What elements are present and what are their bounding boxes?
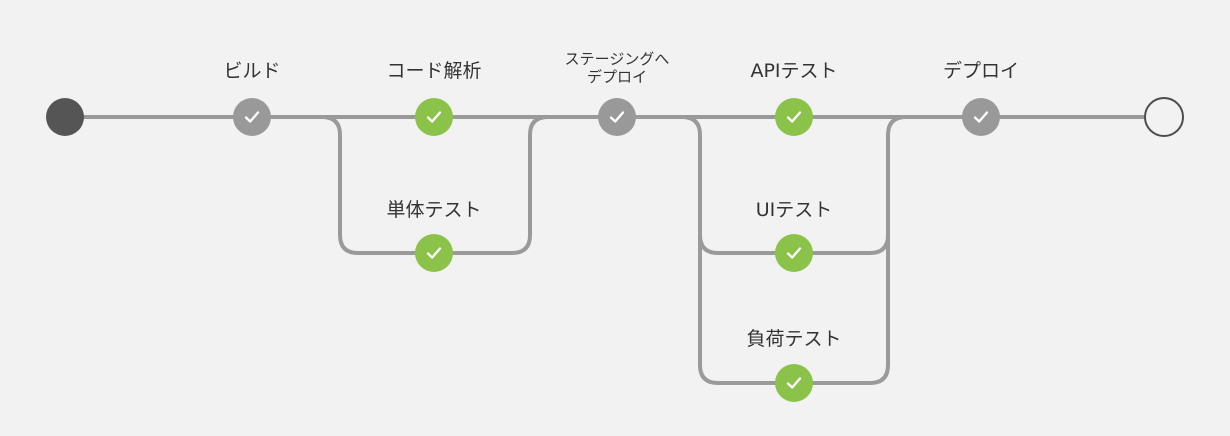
- check-icon: [244, 111, 260, 123]
- check-icon: [426, 247, 442, 259]
- check-icon: [609, 111, 625, 123]
- stage-deploy-staging-label-line-1: ステージングへ: [564, 50, 670, 68]
- check-icon: [426, 111, 442, 123]
- stage-load-test-node[interactable]: [775, 364, 813, 402]
- stage-code-analysis-label: コード解析: [386, 60, 482, 82]
- stage-deploy-staging-label: ステージングへ デプロイ: [565, 50, 670, 86]
- stage-unit-test-node[interactable]: [415, 234, 453, 272]
- stage-load-test-label: 負荷テスト: [746, 328, 842, 350]
- stage-deploy-node[interactable]: [962, 98, 1000, 136]
- stage-code-analysis-node[interactable]: [415, 98, 453, 136]
- unit-test-branch: [320, 115, 550, 255]
- stage-ui-test-node[interactable]: [775, 234, 813, 272]
- stage-deploy-staging-node[interactable]: [598, 98, 636, 136]
- ui-test-branch: [680, 115, 908, 255]
- pipeline-start-node: [46, 98, 84, 136]
- stage-deploy-label: デプロイ: [942, 60, 1020, 82]
- stage-build-node[interactable]: [233, 98, 271, 136]
- stage-deploy-staging-label-line-2: デプロイ: [586, 68, 648, 86]
- pipeline-end-node: [1144, 97, 1184, 137]
- stage-api-test-label: APIテスト: [750, 60, 838, 82]
- check-icon: [973, 111, 989, 123]
- check-icon: [786, 377, 802, 389]
- stage-build-label: ビルド: [223, 60, 281, 82]
- stage-ui-test-label: UIテスト: [755, 199, 833, 221]
- check-icon: [786, 111, 802, 123]
- check-icon: [786, 247, 802, 259]
- stage-api-test-node[interactable]: [775, 98, 813, 136]
- stage-unit-test-label: 単体テスト: [386, 199, 482, 221]
